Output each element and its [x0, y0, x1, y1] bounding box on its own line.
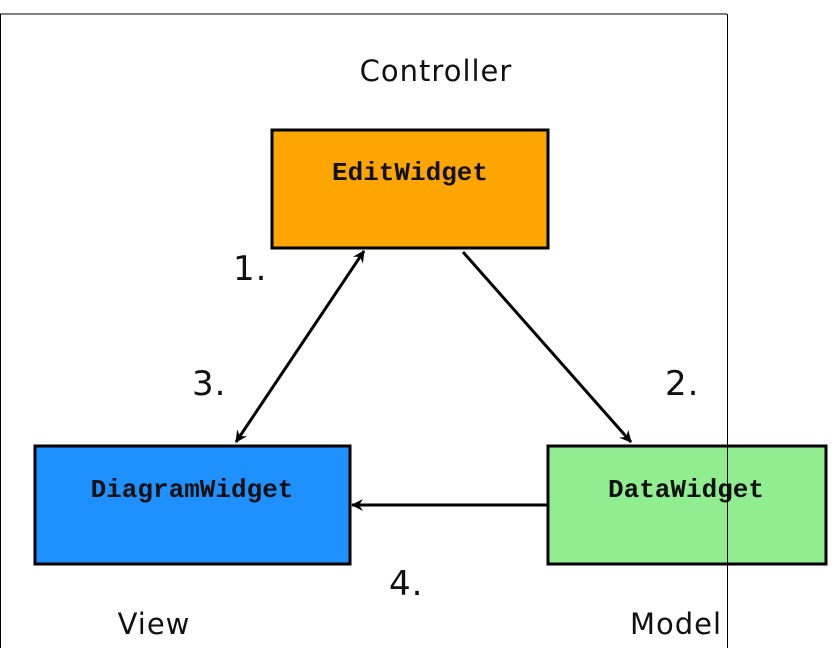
step-3-label: 3. [192, 364, 226, 404]
view-region-label: View [118, 607, 191, 641]
step-4-label: 4. [389, 564, 423, 604]
edit-to-data-arrow [461, 251, 633, 443]
controller-region-label: Controller [360, 54, 513, 88]
edit-widget-rect [270, 128, 550, 250]
data-widget-box: DataWidget [546, 444, 828, 566]
data-widget-label: DataWidget [608, 475, 764, 505]
edit-widget-label: EditWidget [332, 158, 488, 188]
diagram-widget-label: DiagramWidget [91, 475, 294, 505]
step-1-label: 1. [233, 249, 267, 289]
diagram-widget-rect [33, 444, 352, 566]
step-2-label: 2. [665, 364, 699, 404]
diagram-widget-box: DiagramWidget [33, 444, 352, 566]
data-widget-rect [546, 444, 828, 566]
edit-widget-box: EditWidget [270, 128, 550, 250]
model-region-label: Model [630, 607, 722, 641]
edit-diagram-bidirectional-arrow [234, 250, 366, 443]
